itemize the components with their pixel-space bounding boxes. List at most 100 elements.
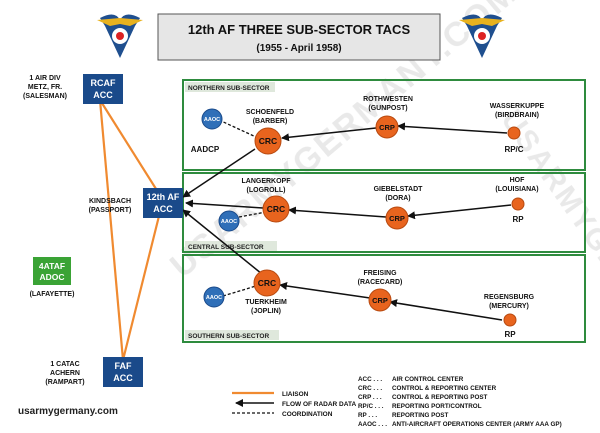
south-crp-node: CRP (368, 288, 392, 312)
emblem-left (97, 14, 143, 59)
sector-central-label: CENTRAL SUB-SECTOR (188, 244, 264, 251)
north-crp-node: CRP (375, 115, 399, 139)
rcaf-caption-2: METZ, FR. (28, 84, 62, 91)
sector-southern-label: SOUTHERN SUB-SECTOR (188, 333, 269, 340)
faf-acc-box: FAF ACC (103, 357, 143, 387)
faf-caption-1: 1 CATAC (50, 361, 79, 368)
faf-acc-line1: FAF (115, 361, 133, 371)
def-rp: REPORTING POST (392, 412, 448, 419)
north-crc-label: CRC (259, 136, 277, 146)
4ataf-caption: (LAFAYETTE) (30, 291, 75, 298)
langerkopf-caption: LANGERKOPF (LOGROLL) (242, 178, 292, 194)
sector-northern-label: NORTHERN SUB-SECTOR (188, 85, 270, 92)
regensburg-node (503, 313, 517, 327)
hof-name: HOF (510, 177, 526, 184)
rcaf-acc-box: RCAF ACC (83, 74, 123, 104)
rcaf-acc-caption: 1 AIR DIV METZ, FR. (SALESMAN) (23, 75, 67, 100)
tuerkheim-name: TUERKHEIM (245, 299, 287, 306)
page-subtitle: (1955 - April 1958) (256, 43, 341, 54)
central-aaoc-label: AAOC (221, 219, 237, 225)
giebelstadt-caption: GIEBELSTADT (DORA) (374, 186, 424, 202)
freising-callsign: (RACECARD) (358, 279, 403, 286)
wasserkuppe-caption: WASSERKUPPE (BIRDBRAIN) (490, 103, 545, 119)
abbr-rp: RP . . . (358, 412, 377, 419)
liaison-lines (98, 99, 165, 361)
faf-caption: 1 CATAC ACHERN (RAMPART) (45, 361, 84, 386)
12th-af-acc-line2: ACC (153, 204, 173, 214)
langerkopf-callsign: (LOGROLL) (247, 187, 286, 194)
south-crc-node: CRC (253, 269, 281, 297)
giebelstadt-name: GIEBELSTADT (374, 186, 424, 193)
abbr-rpc: RP/C . . . (358, 403, 384, 410)
def-acc: AIR CONTROL CENTER (392, 376, 464, 383)
abbr-crc: CRC . . . (358, 385, 382, 392)
hof-caption: HOF (LOUISIANA) (495, 177, 538, 193)
north-crc-node: CRC (254, 127, 282, 155)
footer-site-name: usarmygermany.com (18, 406, 118, 417)
north-aaoc-label: AAOC (204, 117, 220, 123)
rcaf-acc-line2: ACC (93, 90, 113, 100)
4ataf-adoc-line2: ADOC (39, 272, 64, 282)
abbr-acc: ACC . . . (358, 376, 382, 383)
faf-caption-3: (RAMPART) (45, 379, 84, 386)
central-crp-node: CRP (385, 206, 409, 230)
rp-central-label: RP (512, 215, 524, 224)
rcaf-caption-3: (SALESMAN) (23, 93, 67, 100)
sector-southern: SOUTHERN SUB-SECTOR (182, 254, 586, 343)
12th-af-caption-2: (PASSPORT) (89, 207, 132, 214)
legend-flow-label: FLOW OF RADAR DATA (282, 401, 356, 408)
radar-flow-arrows (182, 122, 512, 321)
hof-callsign: (LOUISIANA) (495, 186, 538, 193)
faf-acc-line2: ACC (113, 373, 133, 383)
legend-coordination-label: COORDINATION (282, 411, 333, 418)
rothwesten-caption: ROTHWESTEN (GUNPOST) (363, 96, 413, 112)
schoenfeld-callsign: (BARBER) (253, 118, 288, 125)
abbreviation-key: ACC . . . AIR CONTROL CENTER CRC . . . C… (358, 376, 562, 428)
abbr-aaoc: AAOC . . . (358, 421, 387, 428)
hof-node (511, 197, 525, 211)
wasserkuppe-name: WASSERKUPPE (490, 103, 545, 110)
4ataf-adoc-box: 4ATAF ADOC (33, 257, 71, 285)
langerkopf-name: LANGERKOPF (242, 178, 292, 185)
def-aaoc: ANTI-AIRCRAFT OPERATIONS CENTER (ARMY AA… (392, 421, 562, 428)
emblem-right (459, 14, 505, 59)
north-aaoc-node: AAOC (201, 108, 223, 130)
page-title: 12th AF THREE SUB-SECTOR TACS (188, 22, 411, 37)
sector-northern: NORTHERN SUB-SECTOR (182, 79, 586, 171)
def-crp: CONTROL & REPORTING POST (392, 394, 488, 401)
central-crp-label: CRP (389, 214, 405, 223)
def-rpc: REPORTING PORT/CONTROL (392, 403, 482, 410)
tuerkheim-callsign: (JOPLIN) (251, 308, 281, 315)
faf-caption-2: ACHERN (50, 370, 80, 377)
rcaf-acc-line1: RCAF (91, 78, 116, 88)
regensburg-callsign: (MERCURY) (489, 303, 529, 310)
rp-south-label: RP (504, 330, 516, 339)
central-crc-node: CRC (262, 195, 290, 223)
12th-af-acc-line1: 12th AF (147, 192, 180, 202)
aadcp-label: AADCP (191, 145, 220, 154)
regensburg-caption: REGENSBURG (MERCURY) (484, 294, 535, 310)
schoenfeld-name: SCHOENFELD (246, 109, 294, 116)
rothwesten-name: ROTHWESTEN (363, 96, 413, 103)
wasserkuppe-node (507, 126, 521, 140)
rpc-label: RP/C (504, 145, 523, 154)
freising-name: FREISING (363, 270, 397, 277)
rcaf-caption-1: 1 AIR DIV (29, 75, 61, 82)
coordination-lines (218, 119, 267, 297)
south-crp-label: CRP (372, 296, 388, 305)
12th-af-caption-1: KINDSBACH (89, 198, 131, 205)
giebelstadt-callsign: (DORA) (385, 195, 410, 202)
wasserkuppe-callsign: (BIRDBRAIN) (495, 112, 539, 119)
abbr-crp: CRP . . . (358, 394, 382, 401)
4ataf-adoc-line1: 4ATAF (39, 261, 65, 271)
south-aaoc-node: AAOC (203, 286, 225, 308)
regensburg-name: REGENSBURG (484, 294, 535, 301)
south-crc-label: CRC (258, 278, 276, 288)
tuerkheim-caption: TUERKHEIM (JOPLIN) (245, 299, 287, 315)
def-crc: CONTROL & REPORTING CENTER (392, 385, 497, 392)
12th-af-caption: KINDSBACH (PASSPORT) (89, 198, 132, 214)
legend-liaison-label: LIAISON (282, 391, 309, 398)
schoenfeld-caption: SCHOENFELD (BARBER) (246, 109, 294, 125)
freising-caption: FREISING (RACECARD) (358, 270, 403, 286)
